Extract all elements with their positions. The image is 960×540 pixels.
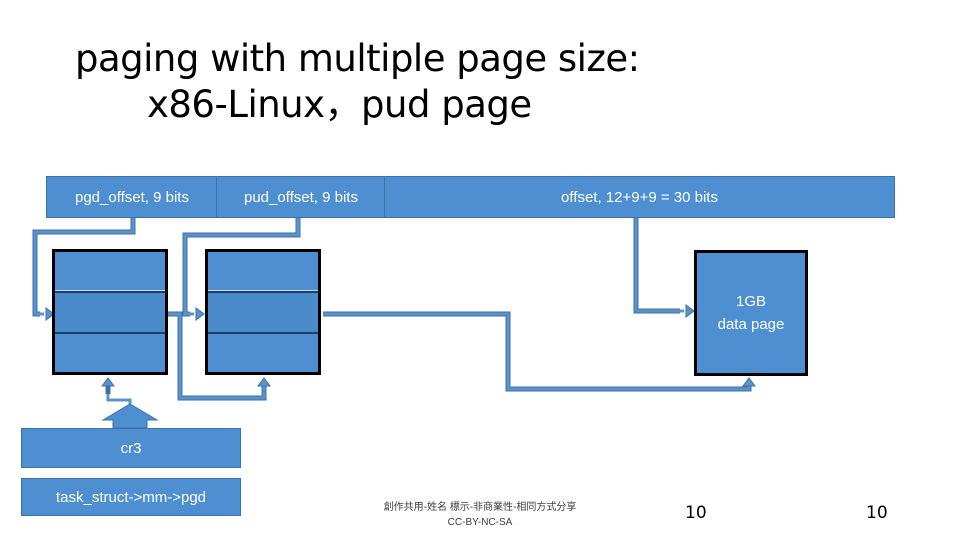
- pud-table-row: [208, 333, 318, 372]
- arrowhead-pud-table-up: [257, 377, 271, 387]
- cr3-box: cr3: [21, 428, 241, 468]
- license-line: 創作共用-姓名 標示-非商業性-相同方式分享: [383, 502, 577, 513]
- wire-pud-to-data: [323, 312, 751, 391]
- wire-pgd-offset: [33, 218, 135, 316]
- data-page-label: data page: [717, 316, 785, 333]
- wire-offset: [634, 218, 684, 313]
- task-struct-label: task_struct->mm->pgd: [55, 488, 207, 506]
- task-struct-box: task_struct->mm->pgd: [21, 478, 241, 516]
- data-page-box: 1GB data page: [694, 250, 808, 376]
- title-line-2: x86-Linux，pud page: [147, 83, 532, 126]
- pgd-offset-field: pgd_offset, 9 bits: [46, 176, 218, 218]
- pgd-table: [52, 249, 168, 375]
- title-line-1: paging with multiple page size:: [75, 37, 640, 80]
- page-number-center: 10: [685, 503, 707, 523]
- license-footer: 創作共用-姓名 標示-非商業性-相同方式分享 CC-BY-NC-SA: [355, 500, 605, 530]
- pud-table-row: [208, 252, 318, 292]
- page-number-right: 10: [866, 503, 888, 523]
- pud-offset-field: pud_offset, 9 bits: [216, 176, 386, 218]
- pud-table-selected-row: [208, 291, 318, 334]
- wire-pgd-to-pud: [168, 312, 266, 400]
- arrowhead-data-page-up: [742, 377, 756, 387]
- cr3-arrow: [101, 403, 159, 429]
- pgd-offset-label: pgd_offset, 9 bits: [75, 188, 189, 206]
- cr3-label: cr3: [120, 439, 142, 457]
- pgd-table-row: [55, 252, 165, 292]
- arrowhead-data-page: [685, 304, 695, 318]
- slide-title: paging with multiple page size: x86-Linu…: [75, 36, 640, 128]
- pgd-table-selected-row: [55, 291, 165, 334]
- data-page-size: 1GB: [735, 293, 766, 310]
- license-code: CC-BY-NC-SA: [447, 517, 513, 528]
- pud-table: [205, 249, 321, 375]
- offset-label: offset, 12+9+9 = 30 bits: [561, 188, 718, 206]
- pgd-table-row: [55, 333, 165, 372]
- wire-pud-offset: [183, 218, 300, 316]
- arrowhead-pgd-table-up: [101, 377, 115, 387]
- arrowhead-pgd-table: [45, 307, 55, 321]
- arrowhead-pud-table: [195, 307, 205, 321]
- pud-offset-label: pud_offset, 9 bits: [244, 188, 358, 206]
- offset-field: offset, 12+9+9 = 30 bits: [384, 176, 895, 218]
